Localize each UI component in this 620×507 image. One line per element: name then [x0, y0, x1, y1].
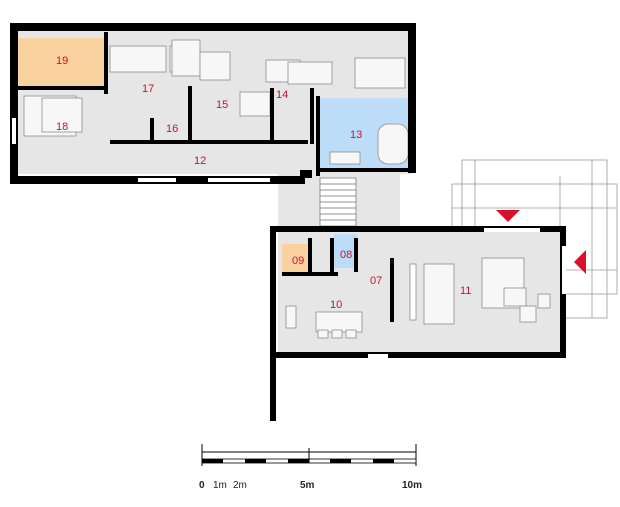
scale-label-0: 0	[199, 480, 205, 491]
room-label-09: 09	[292, 255, 304, 267]
arrow-left	[574, 250, 586, 274]
furniture	[23, 39, 551, 339]
storage-09-floor	[282, 244, 312, 276]
room-label-10: 10	[330, 299, 342, 311]
scale-label-10m: 10m	[402, 480, 422, 491]
storage-19-floor	[16, 38, 104, 88]
room-label-14: 14	[276, 89, 288, 101]
arrow-down	[496, 210, 520, 222]
room-label-13: 13	[350, 129, 362, 141]
scale-label-5m: 5m	[300, 480, 315, 491]
room-label-12: 12	[194, 155, 206, 167]
room-label-18: 18	[56, 121, 68, 133]
room-label-17: 17	[142, 83, 154, 95]
scale-label-1m: 1m	[213, 480, 227, 491]
room-label-08: 08	[340, 249, 352, 261]
room-label-16: 16	[166, 123, 178, 135]
windows	[12, 118, 566, 358]
room-label-11: 11	[460, 285, 471, 297]
room-label-19: 19	[56, 55, 68, 67]
scale-label-2m: 2m	[233, 480, 247, 491]
room-label-15: 15	[216, 99, 228, 111]
room-labels: 07 08 09 10 11 12 13 14 15 16 17 18 19	[56, 55, 471, 311]
stairs	[319, 177, 357, 227]
entrance-arrows	[496, 210, 586, 274]
scale-bar: 0 1m 2m 5m 10m	[199, 444, 422, 491]
room-label-07: 07	[370, 275, 382, 287]
bathroom-08-floor	[334, 234, 357, 268]
